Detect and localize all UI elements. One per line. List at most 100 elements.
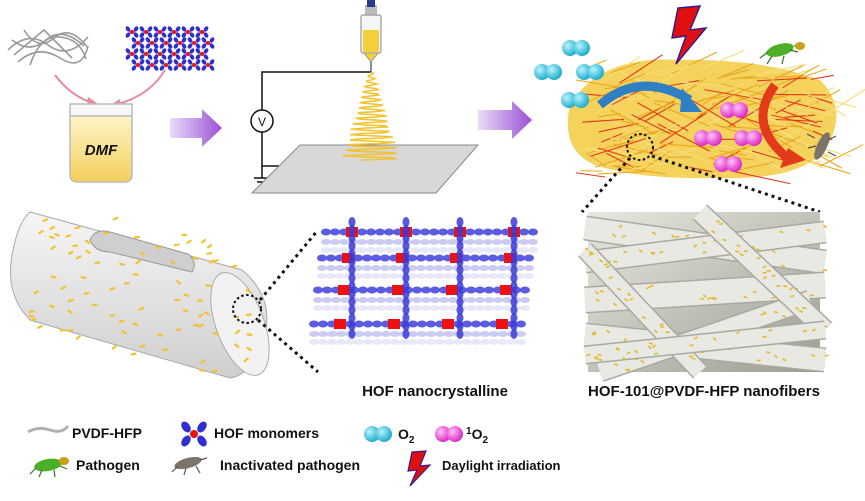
hof-fleck bbox=[213, 258, 219, 263]
hof-column-unit bbox=[456, 313, 464, 323]
mat-strand bbox=[801, 68, 827, 78]
nanofiber-fleck bbox=[693, 243, 698, 248]
hof-fleck bbox=[109, 314, 116, 317]
nanofiber-fleck bbox=[659, 250, 664, 254]
nanofiber-fleck bbox=[736, 244, 741, 248]
nanofiber-fleck bbox=[743, 295, 748, 299]
mat-strand bbox=[597, 147, 626, 157]
hof-linker bbox=[484, 286, 494, 294]
monomer-lobe bbox=[167, 54, 173, 60]
hof-column-unit bbox=[456, 289, 464, 299]
hof-linker-shadow bbox=[336, 331, 346, 337]
mat-strand bbox=[769, 160, 823, 168]
hof-column-unit bbox=[510, 273, 518, 283]
nanofiber-fleck bbox=[640, 359, 645, 364]
hof-linker bbox=[528, 228, 538, 236]
hof-linker-shadow bbox=[407, 265, 417, 271]
hof-linker-shadow bbox=[318, 331, 328, 337]
hof-linker-shadow bbox=[408, 339, 418, 345]
hof-column-unit bbox=[510, 233, 518, 243]
hof-linker-shadow bbox=[358, 297, 368, 303]
hof-linker-shadow bbox=[492, 247, 502, 253]
monomer-lobe bbox=[161, 48, 167, 54]
hof-column-unit bbox=[510, 281, 518, 291]
monomer-lobe bbox=[133, 26, 139, 32]
mat-strand bbox=[755, 68, 794, 76]
hof-linker bbox=[411, 228, 421, 236]
hof-column-unit bbox=[348, 289, 356, 299]
monomer-lobe bbox=[159, 59, 165, 65]
hof-fleck bbox=[209, 259, 215, 264]
monomer-core bbox=[192, 41, 196, 45]
monomer-lobe bbox=[125, 32, 131, 38]
hof-linker-shadow bbox=[471, 339, 481, 345]
blue-curved-arrow-icon bbox=[597, 81, 702, 112]
hof-fleck bbox=[139, 344, 146, 348]
hof-linker-shadow bbox=[376, 305, 386, 311]
hof-column-unit bbox=[402, 313, 410, 323]
nanofiber-fleck bbox=[762, 275, 768, 280]
hof-column-unit bbox=[402, 217, 410, 227]
mat-strand bbox=[689, 166, 713, 173]
hof-fleck bbox=[112, 216, 119, 221]
hof-linker-shadow bbox=[479, 273, 489, 279]
hof-linker bbox=[466, 286, 476, 294]
monomer-lobe bbox=[153, 48, 159, 54]
hof-linker-shadow bbox=[480, 339, 490, 345]
hof-fleck bbox=[175, 328, 182, 331]
monomer-lobe bbox=[145, 37, 151, 43]
nanofiber-fleck bbox=[593, 356, 599, 359]
hof-node bbox=[396, 253, 408, 263]
monomer-lobe bbox=[201, 65, 207, 71]
hof-fleck bbox=[121, 330, 127, 335]
nanofiber-fleck bbox=[766, 269, 771, 272]
nanofiber-fleck bbox=[716, 220, 721, 223]
hof-column-unit bbox=[456, 225, 464, 235]
hof-linker bbox=[462, 320, 472, 328]
hof-linker-shadow bbox=[394, 305, 404, 311]
monomer-lobe bbox=[159, 43, 165, 49]
hof-linker bbox=[353, 254, 363, 262]
nanofiber-fleck bbox=[591, 333, 597, 336]
monomer-lobe bbox=[181, 43, 187, 49]
nanofiber-fleck bbox=[823, 269, 828, 272]
nanofiber-fleck bbox=[649, 284, 654, 288]
hof-linker bbox=[417, 320, 427, 328]
hof-linker-shadow bbox=[335, 273, 345, 279]
monomer-lobe bbox=[189, 48, 195, 54]
hof-linker-shadow bbox=[394, 297, 404, 303]
monomer-lobe bbox=[147, 32, 153, 38]
monomer-core bbox=[150, 41, 154, 45]
hof-linker-shadow bbox=[322, 297, 332, 303]
hof-column-unit bbox=[456, 329, 464, 339]
nanofiber-fleck bbox=[622, 356, 627, 361]
electrospinning-setup: V bbox=[250, 0, 480, 194]
nanofiber-fleck bbox=[586, 353, 591, 357]
mat-strand bbox=[669, 80, 700, 87]
mat-strand bbox=[598, 56, 641, 85]
hof-fleck bbox=[75, 255, 82, 260]
mat-strand bbox=[695, 49, 745, 72]
monomer-lobe bbox=[159, 37, 165, 43]
singlet-oxygen-molecules bbox=[694, 102, 762, 172]
hof-column-unit bbox=[348, 273, 356, 283]
hof-linker-shadow bbox=[444, 331, 454, 337]
hof-column-unit bbox=[348, 257, 356, 267]
monomer-lobe bbox=[175, 54, 181, 60]
hof-column-unit bbox=[348, 305, 356, 315]
monomer-lobe bbox=[201, 37, 207, 43]
hof-fleck bbox=[84, 239, 91, 245]
mat-strand bbox=[782, 74, 803, 89]
hof-linker bbox=[317, 254, 327, 262]
hof-linker-shadow bbox=[353, 273, 363, 279]
mat-strand bbox=[806, 159, 851, 175]
monomer-lobe bbox=[203, 32, 209, 38]
hof-linker bbox=[515, 254, 525, 262]
hof-column-unit bbox=[510, 297, 518, 307]
process-arrow-1 bbox=[170, 109, 222, 147]
mat-strand bbox=[619, 119, 650, 129]
hof-linker-shadow bbox=[489, 339, 499, 345]
hof-fleck bbox=[49, 225, 56, 231]
hof-fleck bbox=[65, 234, 72, 238]
